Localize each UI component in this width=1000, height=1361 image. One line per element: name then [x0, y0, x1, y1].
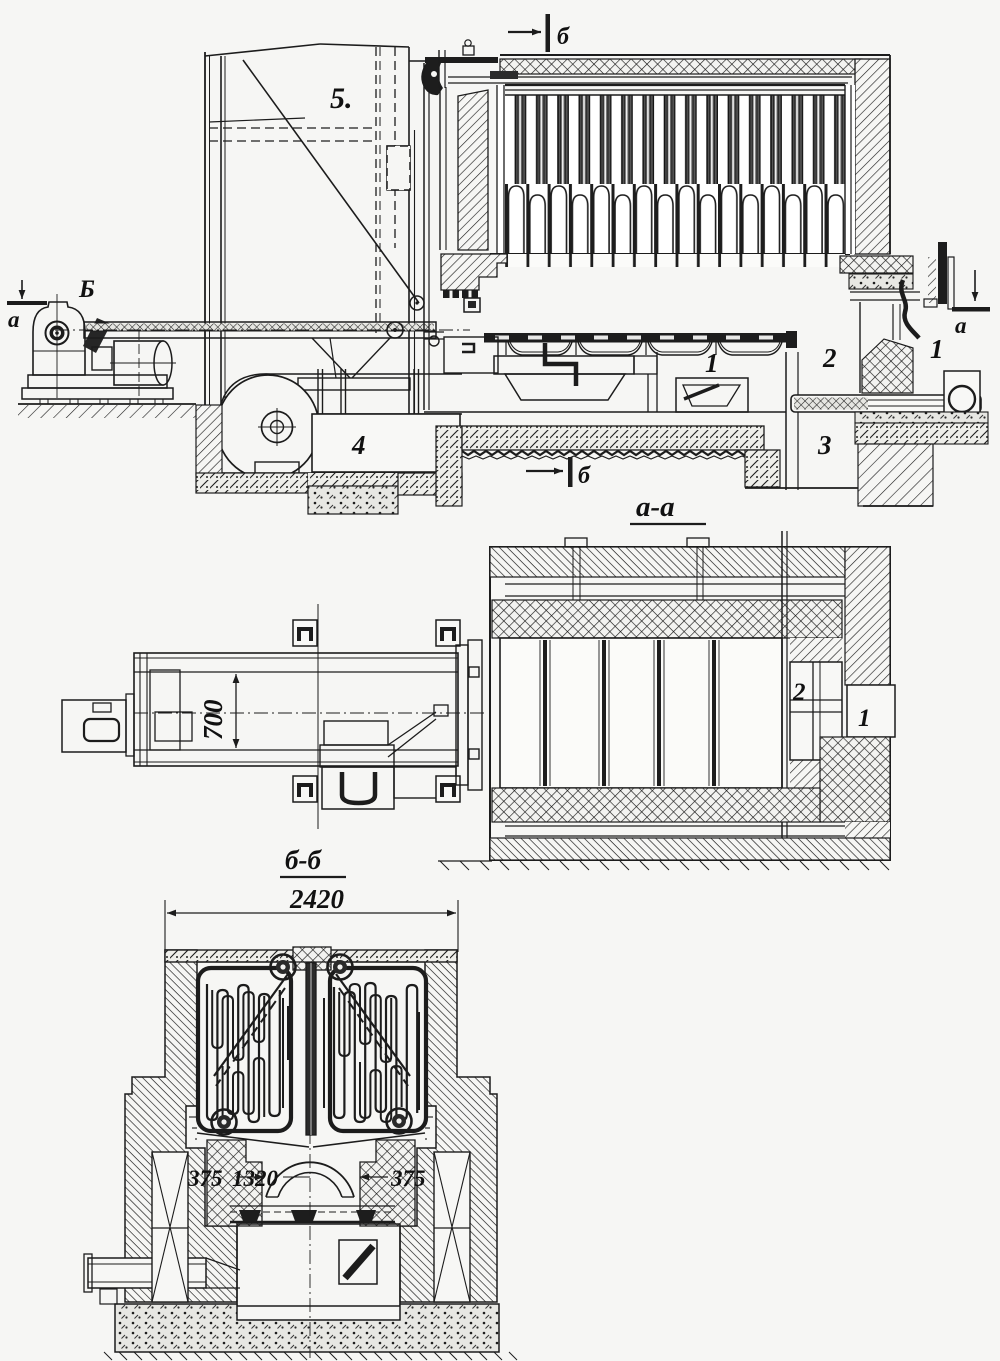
svg-text:а: а	[955, 313, 967, 338]
svg-text:Б: Б	[78, 276, 95, 303]
svg-text:700: 700	[198, 699, 228, 740]
svg-text:а: а	[8, 307, 20, 332]
svg-text:1: 1	[930, 334, 944, 364]
svg-text:1: 1	[705, 348, 719, 378]
svg-text:4: 4	[351, 430, 366, 460]
svg-text:3: 3	[817, 430, 832, 460]
svg-text:2: 2	[792, 679, 806, 706]
svg-text:375: 375	[187, 1166, 223, 1191]
svg-text:2420: 2420	[289, 884, 345, 914]
svg-text:а-а: а-а	[636, 491, 675, 523]
svg-text:375: 375	[390, 1166, 426, 1191]
svg-text:1: 1	[858, 705, 871, 732]
svg-text:б-б: б-б	[285, 845, 322, 875]
svg-text:2: 2	[822, 343, 837, 373]
svg-text:б: б	[578, 463, 591, 489]
svg-text:5.: 5.	[330, 82, 353, 115]
svg-text:б: б	[557, 24, 570, 50]
